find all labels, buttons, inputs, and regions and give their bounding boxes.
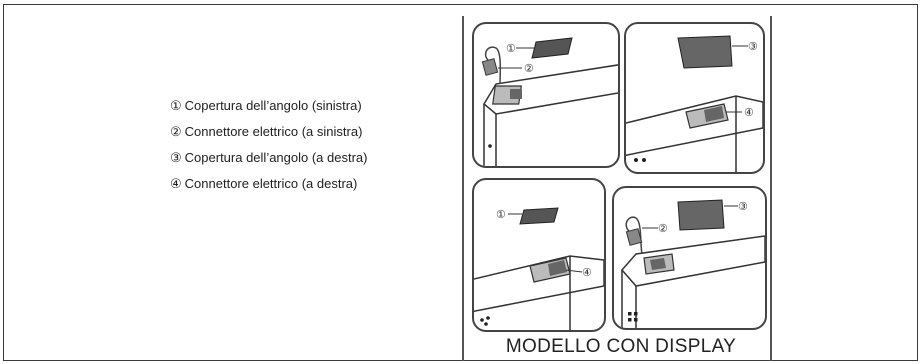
callout-2: ② <box>524 63 534 75</box>
callout-4: ④ <box>744 107 754 119</box>
content-frame <box>3 4 918 361</box>
legend-text: Connettore elettrico (a destra) <box>184 176 358 191</box>
legend-text: Copertura dell’angolo (a destra) <box>184 150 368 165</box>
callout-4: ④ <box>582 267 592 279</box>
legend-text: Connettore elettrico (a sinistra) <box>184 124 363 139</box>
panel-left-cover: ① ② <box>472 22 620 168</box>
callout-1: ① <box>496 209 506 221</box>
callout-1: ① <box>506 43 516 55</box>
panel-bottom-right: ③ ② <box>612 186 767 330</box>
panel-right-cover: ③ ④ <box>624 22 765 174</box>
legend-text: Copertura dell’angolo (sinistra) <box>184 98 362 113</box>
callout-3: ③ <box>748 41 758 53</box>
panel-bottom-left: ① ④ <box>472 178 606 332</box>
legend-number: ④ <box>170 176 182 191</box>
legend-number: ② <box>170 124 182 139</box>
callout-3: ③ <box>738 201 748 213</box>
installation-figure: ① ② ③ ④ <box>462 16 772 361</box>
figure-caption: MODELLO CON DISPLAY <box>505 336 737 357</box>
callout-2: ② <box>658 223 668 235</box>
legend-number: ① <box>170 98 182 113</box>
legend-number: ③ <box>170 150 182 165</box>
